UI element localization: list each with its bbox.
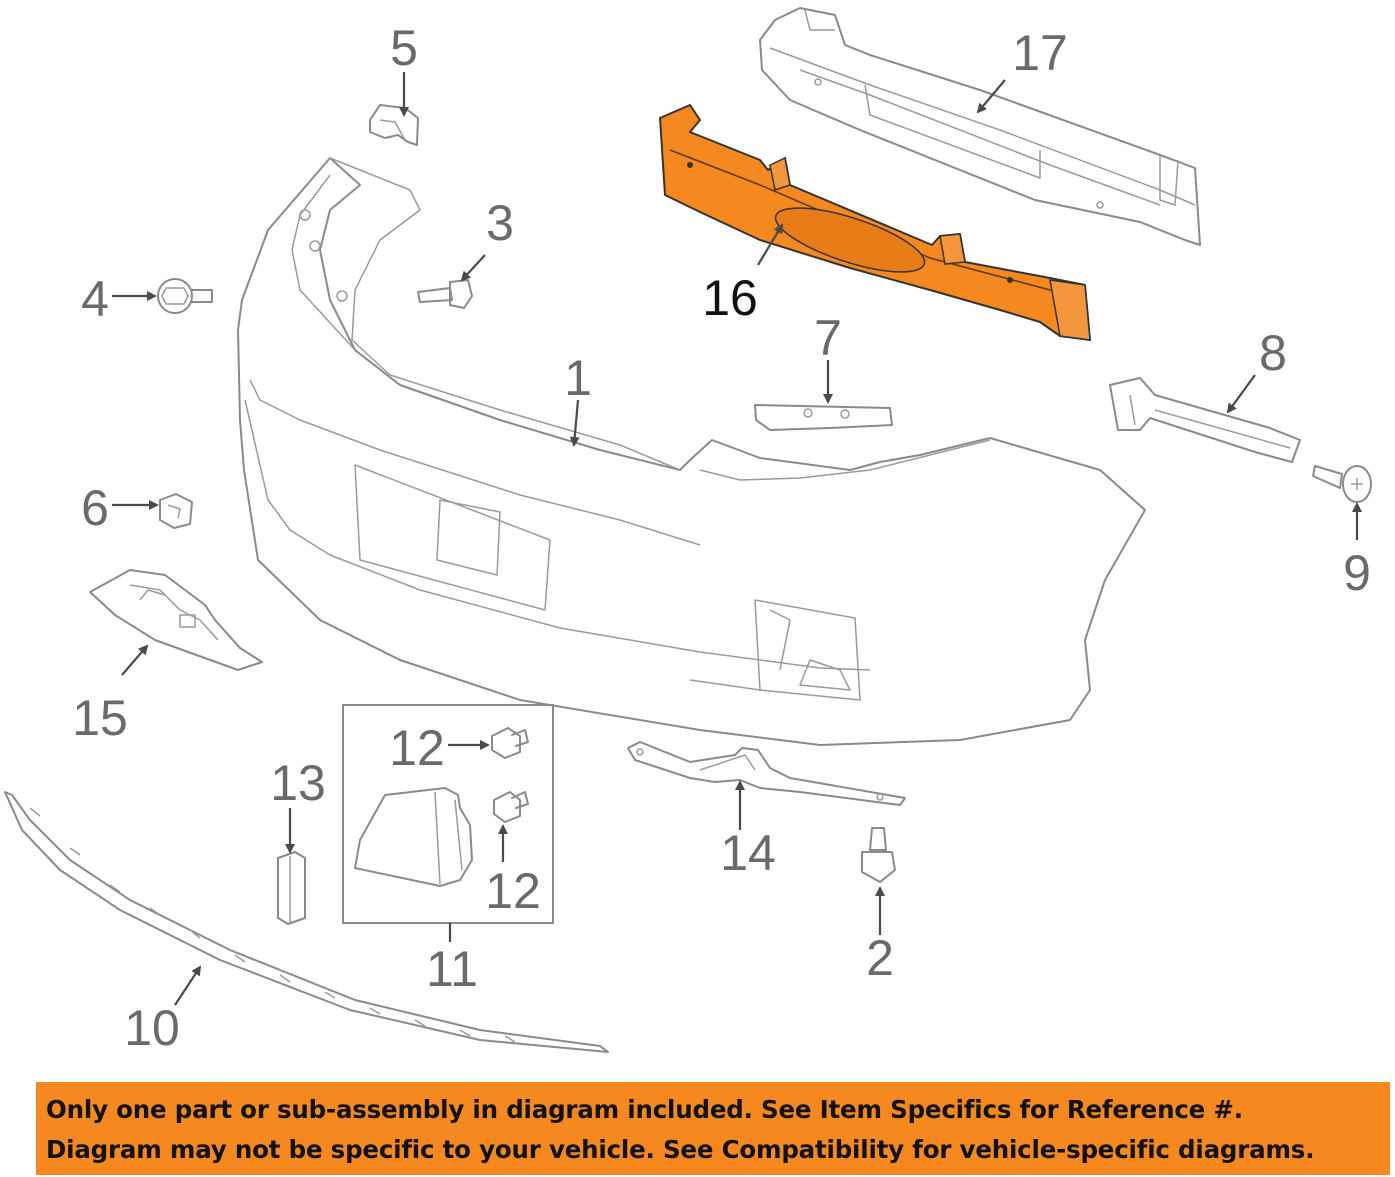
lower-bracket-part-14 [627, 741, 906, 806]
bumper-reinforcement-part-highlighted [659, 104, 1091, 341]
callout-13: 13 [270, 755, 326, 811]
retainer-clip-part-5 [369, 104, 419, 146]
disclaimer-line-2: Diagram may not be specific to your vehi… [46, 1135, 1315, 1164]
callout-labels: 5 17 3 4 16 7 8 1 6 9 15 12 13 14 12 2 1… [72, 20, 1371, 1056]
bolt-part-4 [157, 278, 213, 314]
callout-12-top: 12 [389, 720, 445, 776]
callout-10: 10 [124, 1000, 180, 1056]
parts-diagram: 5 17 3 4 16 7 8 1 6 9 15 12 13 14 12 2 1… [4, 7, 1372, 1056]
bracket-part-7 [754, 404, 893, 431]
impact-bar-part [759, 7, 1201, 246]
lamp-assembly-part-11 [342, 704, 554, 924]
screw-part-9 [1312, 465, 1372, 503]
callout-2: 2 [866, 930, 894, 986]
bolt-part-2 [861, 827, 896, 883]
callout-11: 11 [426, 941, 478, 997]
callout-6: 6 [81, 480, 109, 536]
callout-15: 15 [72, 690, 128, 746]
callout-9: 9 [1343, 545, 1371, 601]
leader-arrows [112, 72, 1362, 1006]
disclaimer-line-1: Only one part or sub-assembly in diagram… [46, 1095, 1243, 1124]
callout-14: 14 [720, 825, 776, 881]
screw-part-3 [417, 279, 473, 309]
callout-17: 17 [1012, 25, 1068, 81]
callout-5: 5 [390, 20, 418, 76]
callout-7: 7 [814, 310, 842, 366]
callout-1: 1 [564, 350, 592, 406]
callout-3: 3 [486, 195, 514, 251]
callout-8: 8 [1259, 325, 1287, 381]
callout-4: 4 [81, 271, 109, 327]
lower-molding-part-10 [4, 791, 609, 1053]
disclaimer-banner: Only one part or sub-assembly in diagram… [36, 1082, 1390, 1175]
callout-16: 16 [702, 270, 758, 326]
bracket-part-15 [89, 569, 263, 671]
nut-part-6 [159, 493, 193, 529]
callout-12-bottom: 12 [485, 863, 541, 919]
bumper-cover-part [237, 157, 1146, 746]
side-bracket-part-8 [1109, 377, 1301, 463]
bracket-part-13 [277, 851, 306, 925]
